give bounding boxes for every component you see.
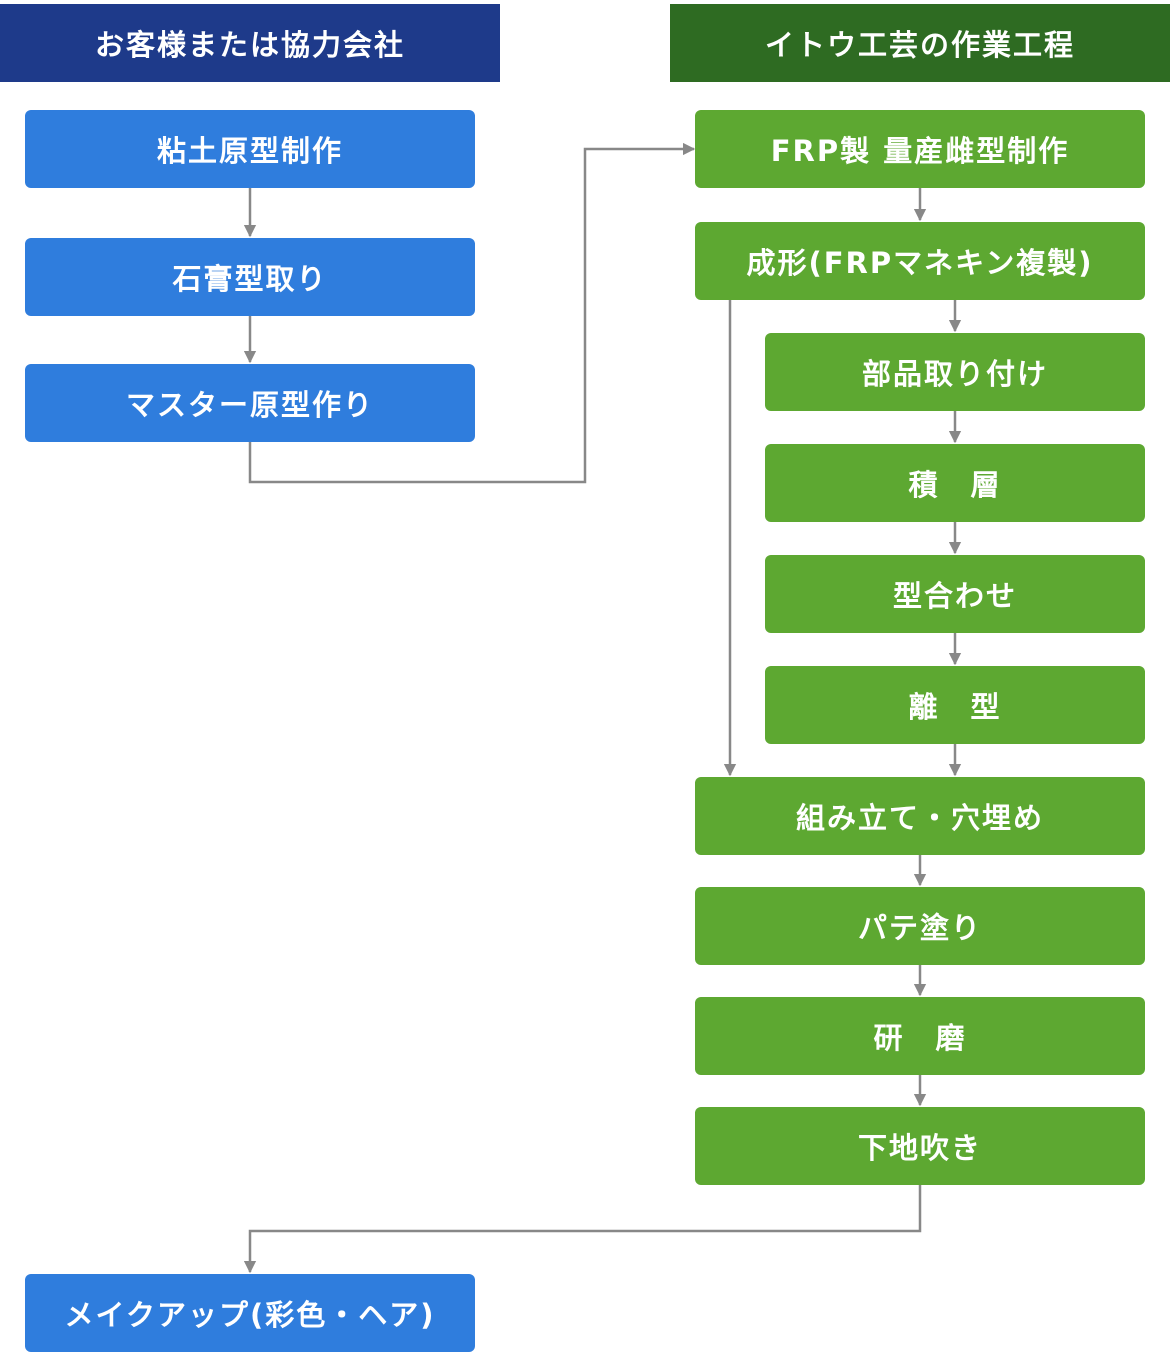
step-layering: 積 層 [765,444,1145,522]
step-master-prototype: マスター原型作り [25,364,475,442]
step-base-spray: 下地吹き [695,1107,1145,1185]
step-putty: パテ塗り [695,887,1145,965]
step-assembly-filling: 組み立て・穴埋め [695,777,1145,855]
step-plaster-mold: 石膏型取り [25,238,475,316]
step-frp-female-mold: FRP製 量産雌型制作 [695,110,1145,188]
step-polishing: 研 磨 [695,997,1145,1075]
ito-column-header: イトウ工芸の作業工程 [670,4,1170,82]
arrow-base-to-makeup [243,1185,922,1274]
arrow-master-to-frp-mold [248,142,696,484]
step-parts-attach: 部品取り付け [765,333,1145,411]
step-forming: 成形(FRPマネキン複製) [695,222,1145,300]
step-mold-matching: 型合わせ [765,555,1145,633]
step-clay-prototype: 粘土原型制作 [25,110,475,188]
customer-column-header: お客様または協力会社 [0,4,500,82]
step-makeup: メイクアップ(彩色・ヘア) [25,1274,475,1352]
step-mold-release: 離 型 [765,666,1145,744]
